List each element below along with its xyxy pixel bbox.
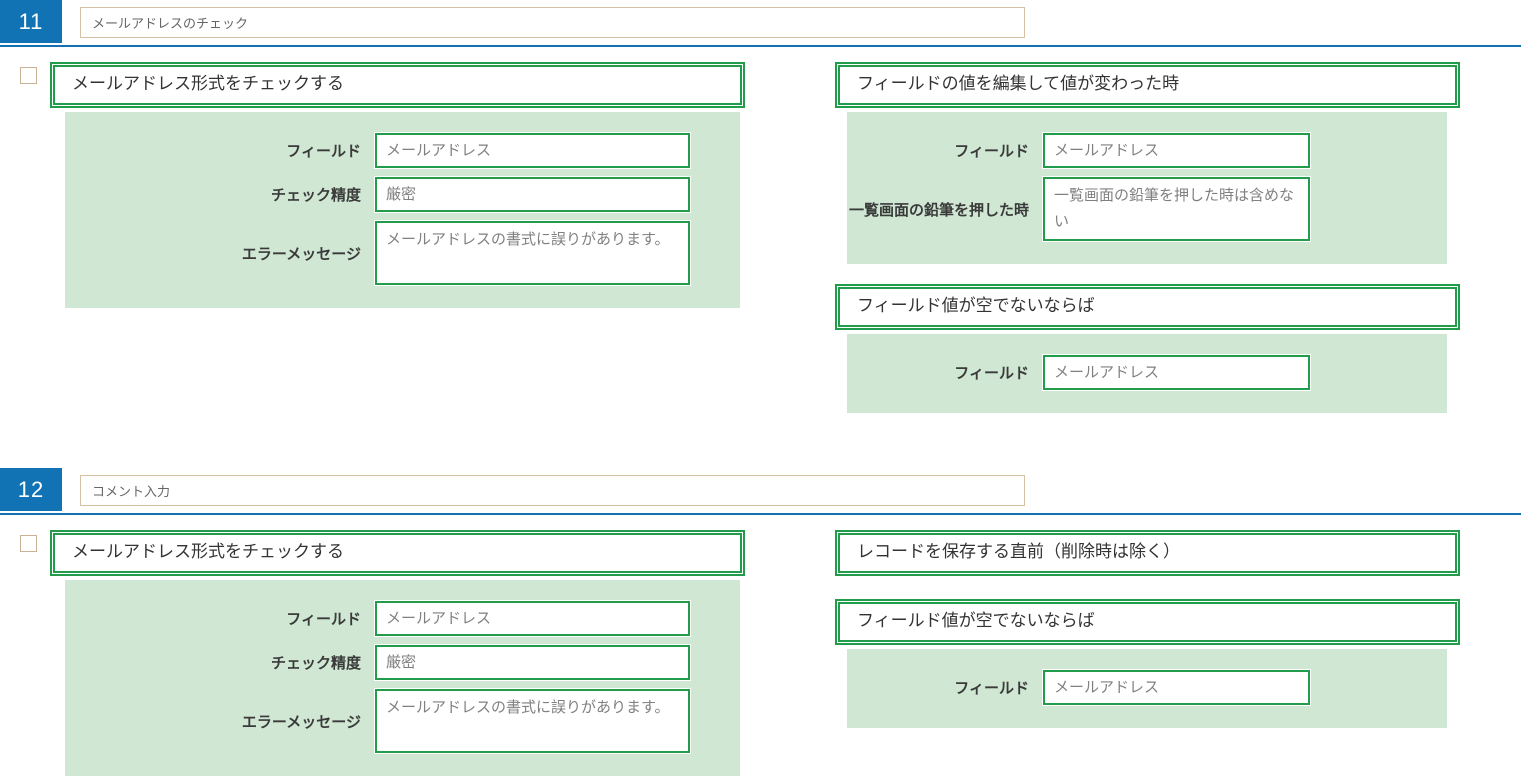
field-row: フィールド メールアドレス bbox=[847, 355, 1447, 390]
rule-title-input[interactable] bbox=[80, 475, 1025, 506]
condition-panel: フィールド値が空でないならば フィールド メールアドレス bbox=[835, 284, 1460, 413]
field-row: チェック精度 厳密 bbox=[65, 645, 740, 680]
field-value-box[interactable]: メールアドレス bbox=[375, 133, 690, 168]
rule-section-12: 12 メールアドレス形式をチェックする フィールド メールアドレス チェック精度… bbox=[0, 468, 1521, 776]
rule-header-11: 11 bbox=[0, 0, 1521, 47]
field-value-box[interactable]: メールアドレス bbox=[1043, 133, 1310, 168]
field-value-box[interactable]: 厳密 bbox=[375, 177, 690, 212]
rule-enabled-checkbox[interactable] bbox=[20, 67, 37, 84]
field-row: チェック精度 厳密 bbox=[65, 177, 740, 212]
rule-title-input[interactable] bbox=[80, 7, 1025, 38]
trigger-panel: レコードを保存する直前（削除時は除く） bbox=[835, 530, 1460, 576]
field-row: 一覧画面の鉛筆を押した時 一覧画面の鉛筆を押した時は含めない bbox=[847, 177, 1447, 241]
condition-panel: フィールド値が空でないならば フィールド メールアドレス bbox=[835, 599, 1460, 728]
field-label: チェック精度 bbox=[270, 187, 361, 204]
rule-header-12: 12 bbox=[0, 468, 1521, 515]
check-panel-header: メールアドレス形式をチェックする bbox=[50, 530, 745, 576]
condition-panel-header: フィールド値が空でないならば bbox=[835, 284, 1460, 330]
field-value-box[interactable]: 一覧画面の鉛筆を押した時は含めない bbox=[1043, 177, 1310, 241]
condition-panel-fields: フィールド メールアドレス bbox=[847, 334, 1447, 413]
field-label: フィールド bbox=[954, 680, 1029, 697]
field-value-box[interactable]: 厳密 bbox=[375, 645, 690, 680]
field-value-box[interactable]: メールアドレス bbox=[375, 601, 690, 636]
check-panel: メールアドレス形式をチェックする フィールド メールアドレス チェック精度 厳密… bbox=[50, 530, 745, 776]
check-panel-fields: フィールド メールアドレス チェック精度 厳密 エラーメッセージ メールアドレス… bbox=[65, 112, 740, 308]
field-row: フィールド メールアドレス bbox=[847, 670, 1447, 705]
field-row: フィールド メールアドレス bbox=[65, 601, 740, 636]
field-value-box[interactable]: メールアドレスの書式に誤りがあります。 bbox=[375, 689, 690, 753]
rule-number-badge: 12 bbox=[0, 468, 62, 511]
field-row: エラーメッセージ メールアドレスの書式に誤りがあります。 bbox=[65, 689, 740, 753]
field-label: 一覧画面の鉛筆を押した時 bbox=[848, 201, 1029, 219]
field-label: フィールド bbox=[286, 143, 361, 160]
field-row: フィールド メールアドレス bbox=[65, 133, 740, 168]
field-value-box[interactable]: メールアドレス bbox=[1043, 670, 1310, 705]
condition-panel-fields: フィールド メールアドレス bbox=[847, 649, 1447, 728]
trigger-panel-header: レコードを保存する直前（削除時は除く） bbox=[835, 530, 1460, 576]
condition-panel-header: フィールド値が空でないならば bbox=[835, 599, 1460, 645]
trigger-panel: フィールドの値を編集して値が変わった時 フィールド メールアドレス 一覧画面の鉛… bbox=[835, 62, 1460, 264]
field-value-box[interactable]: メールアドレスの書式に誤りがあります。 bbox=[375, 221, 690, 285]
field-row: エラーメッセージ メールアドレスの書式に誤りがあります。 bbox=[65, 221, 740, 285]
field-label: フィールド bbox=[286, 611, 361, 628]
trigger-panel-fields: フィールド メールアドレス 一覧画面の鉛筆を押した時 一覧画面の鉛筆を押した時は… bbox=[847, 112, 1447, 264]
field-label: エラーメッセージ bbox=[241, 245, 361, 263]
field-label: チェック精度 bbox=[270, 655, 361, 672]
rule-enabled-checkbox[interactable] bbox=[20, 535, 37, 552]
check-panel-header: メールアドレス形式をチェックする bbox=[50, 62, 745, 108]
field-value-box[interactable]: メールアドレス bbox=[1043, 355, 1310, 390]
trigger-panel-header: フィールドの値を編集して値が変わった時 bbox=[835, 62, 1460, 108]
rule-section-11: 11 メールアドレス形式をチェックする フィールド メールアドレス チェック精度… bbox=[0, 0, 1521, 413]
field-label: フィールド bbox=[954, 143, 1029, 160]
rule-number-badge: 11 bbox=[0, 0, 62, 43]
check-panel-fields: フィールド メールアドレス チェック精度 厳密 エラーメッセージ メールアドレス… bbox=[65, 580, 740, 776]
field-row: フィールド メールアドレス bbox=[847, 133, 1447, 168]
check-panel: メールアドレス形式をチェックする フィールド メールアドレス チェック精度 厳密… bbox=[50, 62, 745, 308]
field-label: エラーメッセージ bbox=[241, 713, 361, 731]
field-label: フィールド bbox=[954, 365, 1029, 382]
